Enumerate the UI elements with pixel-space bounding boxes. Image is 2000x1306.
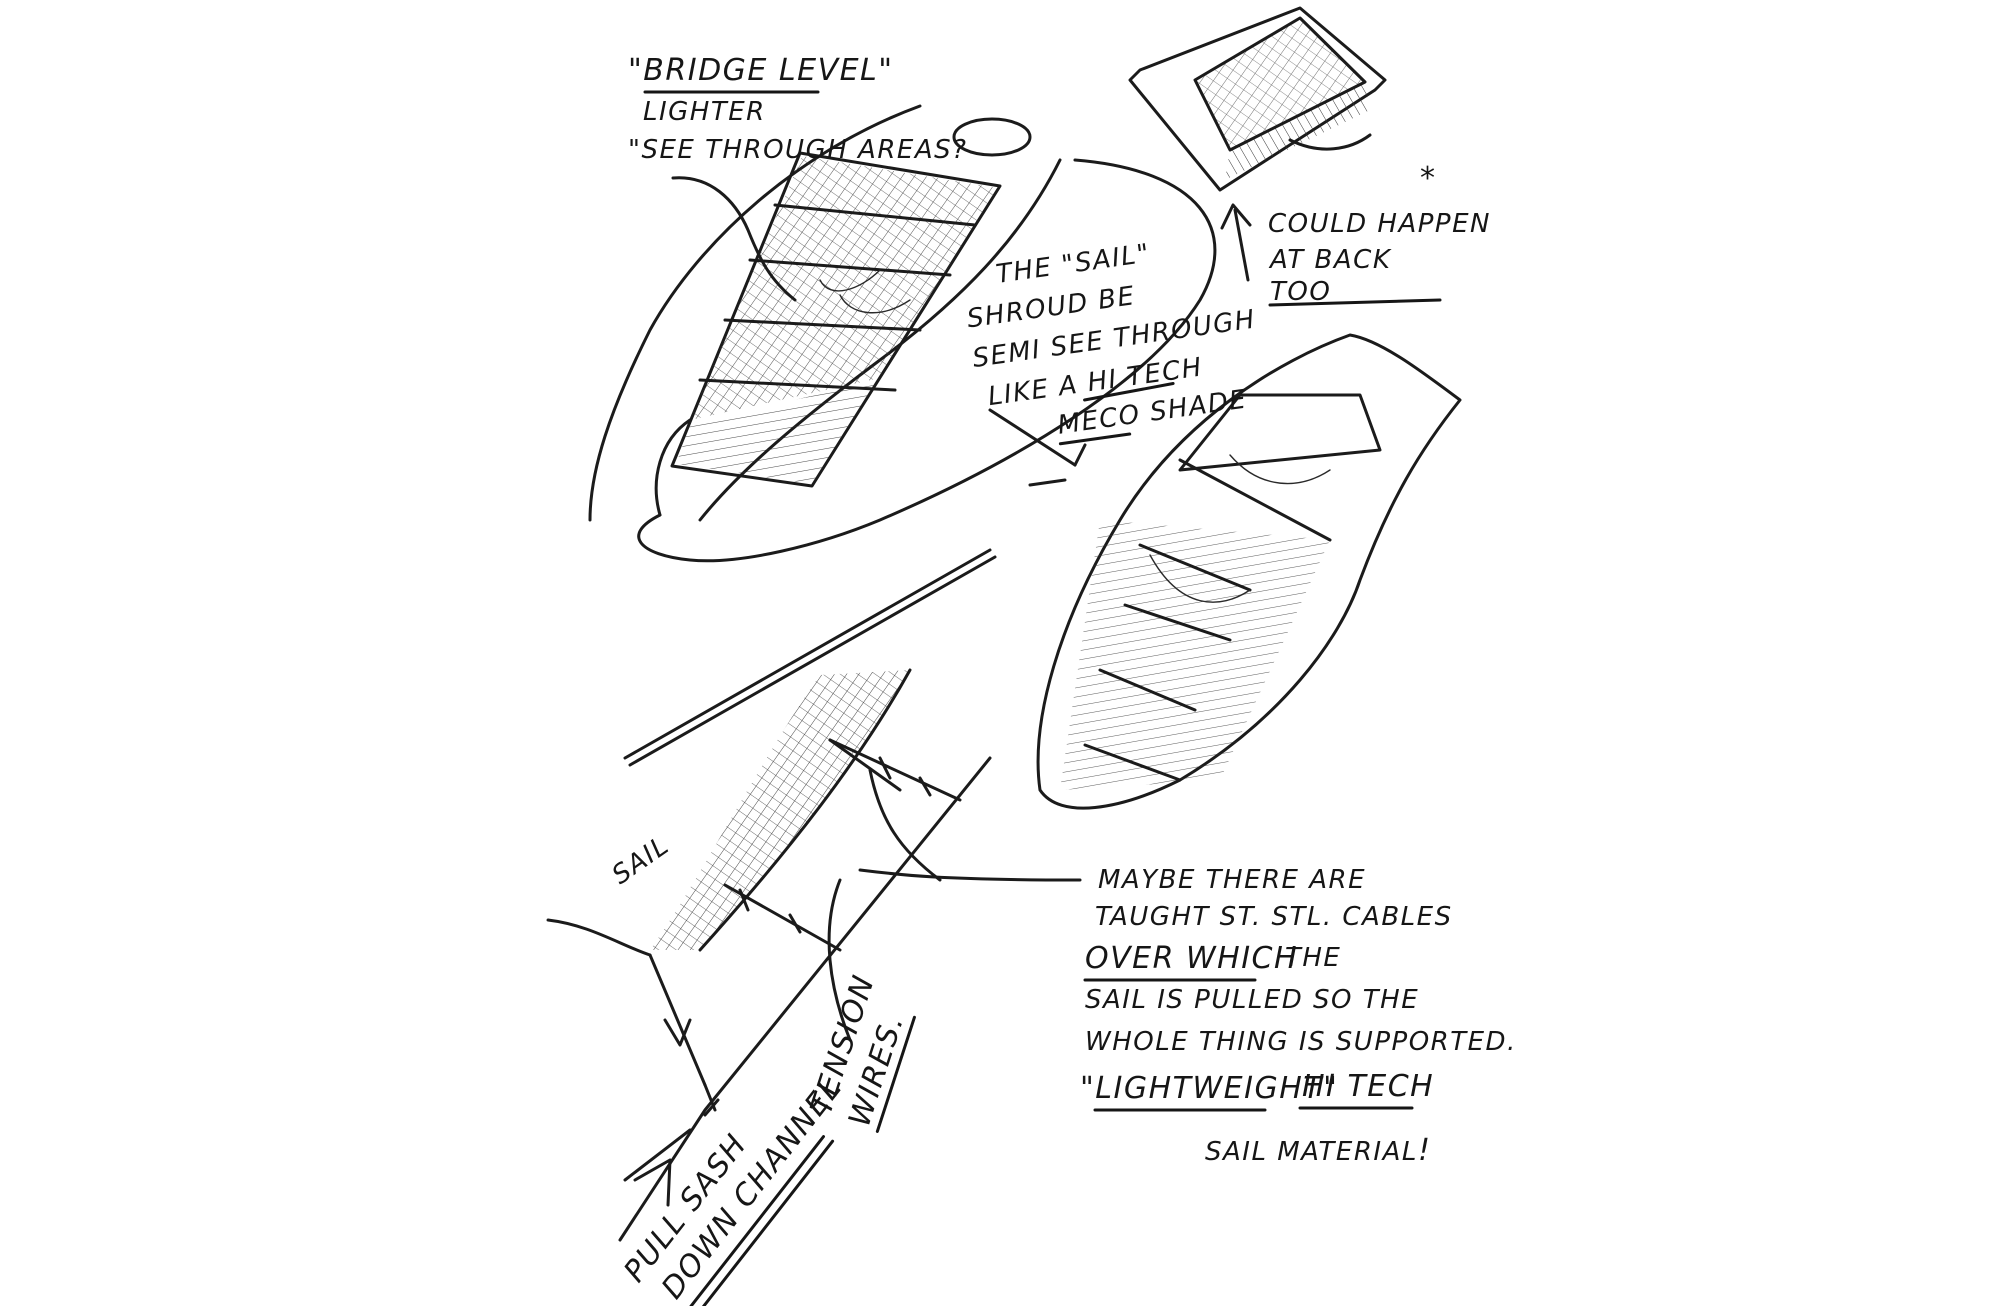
- back-box-sketch: [1128, 6, 1387, 282]
- cables-line6b: HI TECH: [1302, 1069, 1434, 1104]
- cables-line7: SAIL MATERIAL: [1205, 1137, 1418, 1167]
- bridge-level-line2: LIGHTER: [643, 97, 766, 127]
- back-note: * COULD HAPPEN AT BACK TOO: [1268, 161, 1491, 307]
- bridge-level-note: "BRIDGE LEVEL" LIGHTER "SEE THROUGH AREA…: [628, 53, 967, 165]
- cables-line4: SAIL IS PULLED SO THE: [1085, 985, 1419, 1015]
- back-asterisk: *: [1420, 161, 1437, 196]
- cables-line2: TAUGHT ST. STL. CABLES: [1095, 902, 1453, 932]
- hi-tech-underline: [1083, 382, 1175, 402]
- cables-line3a: OVER WHICH: [1085, 941, 1298, 976]
- back-line2: AT BACK: [1268, 245, 1392, 275]
- cables-note: MAYBE THERE ARE TAUGHT ST. STL. CABLES O…: [1080, 865, 1517, 1168]
- meco-underline: [1058, 432, 1132, 446]
- bridge-level-line3: "SEE THROUGH AREAS?: [628, 135, 967, 165]
- back-line3: TOO: [1270, 277, 1331, 307]
- cables-exclaim: !: [1418, 1133, 1432, 1168]
- sail-mechanism-sketch: [546, 548, 1082, 1242]
- bridge-level-title: "BRIDGE LEVEL": [628, 53, 894, 88]
- cables-line3b: THE: [1285, 943, 1341, 973]
- cables-line5: WHOLE THING IS SUPPORTED.: [1085, 1027, 1517, 1057]
- sail-label: SAIL: [607, 830, 675, 890]
- sail-shroud-note: THE "SAIL" SHROUD BE SEMI SEE THROUGH LI…: [965, 239, 1258, 446]
- pull-sash-underline-2: [699, 1139, 835, 1306]
- bridge-hull-sketch: [588, 104, 1217, 563]
- cables-line1: MAYBE THERE ARE: [1098, 865, 1366, 895]
- pull-sash-note: PULL SASH DOWN CHANNEL: [617, 1071, 849, 1306]
- too-underline: [1268, 298, 1442, 307]
- hull-plan-sketch: [1036, 333, 1462, 810]
- tension-underline: [875, 1015, 916, 1133]
- back-line1: COULD HAPPEN: [1268, 209, 1491, 239]
- pull-sash-underline-1: [686, 1135, 825, 1306]
- cables-line6a: "LIGHTWEIGHT": [1080, 1071, 1338, 1106]
